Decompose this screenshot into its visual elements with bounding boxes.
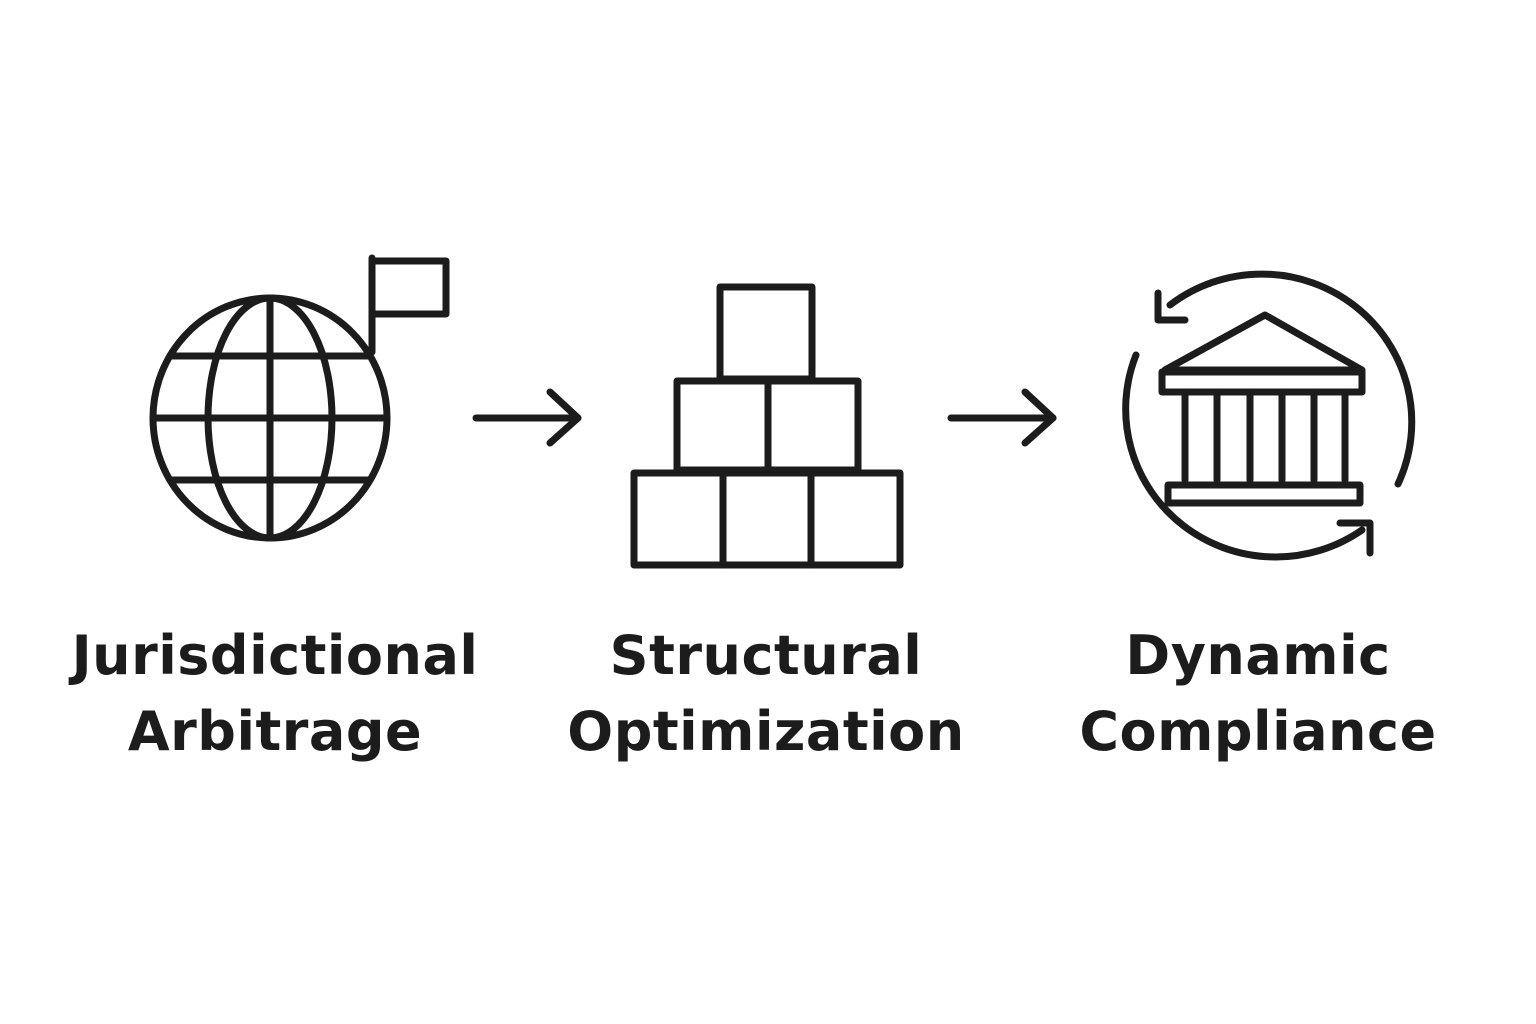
- step-label-structural-optimization: Structural Optimization: [516, 618, 1016, 770]
- step-label-line2: Arbitrage: [127, 700, 423, 763]
- step-label-line2: Compliance: [1079, 700, 1437, 763]
- bank-with-cycle-arrows-icon: [1122, 270, 1416, 561]
- step-label-line1: Dynamic: [1125, 624, 1391, 687]
- step-label-jurisdictional-arbitrage: Jurisdictional Arbitrage: [25, 618, 525, 770]
- arrow-right-icon: [472, 388, 582, 447]
- stacked-blocks-icon: [630, 283, 904, 569]
- step-label-line2: Optimization: [567, 700, 965, 763]
- step-label-line1: Jurisdictional: [71, 624, 479, 687]
- globe-with-flag-icon: [149, 254, 450, 542]
- arrow-right-icon: [947, 388, 1057, 447]
- step-label-dynamic-compliance: Dynamic Compliance: [1008, 618, 1508, 770]
- step-label-line1: Structural: [609, 624, 923, 687]
